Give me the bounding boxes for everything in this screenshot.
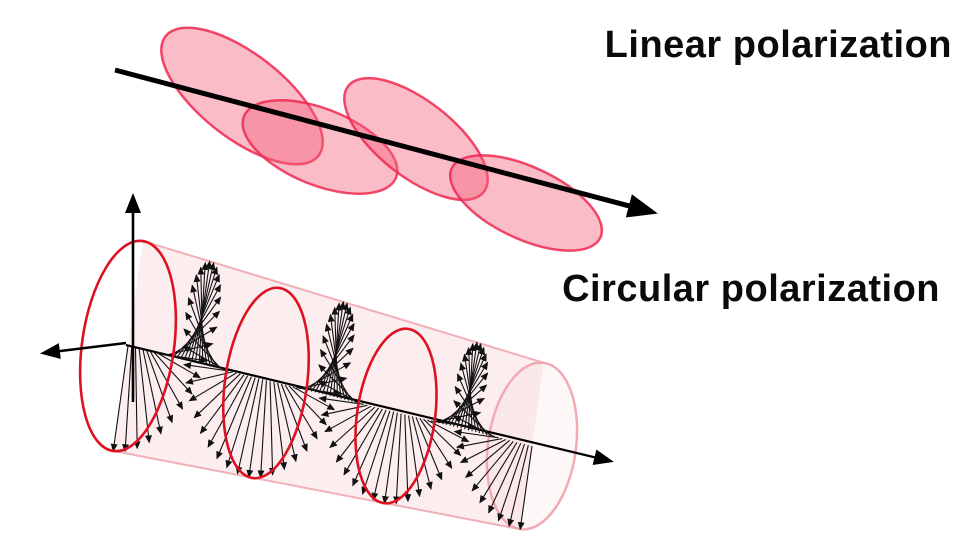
helix-field-arrow [318,395,364,405]
helix-field-arrow [419,417,453,470]
helix-field-arrow [122,346,133,453]
helix-field-arrow [488,442,522,514]
left-axis-arrow [40,341,127,360]
helix-field-arrow [288,385,327,426]
helix-field-arrow [465,439,510,478]
helix-field-arrow [507,444,529,528]
helix-field-arrow [277,382,298,463]
helix-field-arrow [411,416,433,490]
helix-field-arrow [225,377,256,469]
helix-field-arrow [452,415,495,438]
helix-field-arrow [459,439,507,464]
helix-field-arrow [423,418,462,457]
helix-field-arrow [497,443,526,522]
helix-field-arrow [157,352,201,379]
helix-field-arrow [187,296,215,368]
helix-field-arrow [190,284,211,367]
wave-lobe [160,26,324,166]
helix-field-arrow [182,346,226,371]
wave-lobe [448,154,604,252]
helix-field-arrow [149,351,183,410]
helix-field-arrow [352,409,387,487]
helix-field-arrow [193,373,241,419]
helix-field-arrow [453,400,492,437]
helix-field-arrow [318,364,357,403]
helix-field-arrow [408,415,423,498]
cylinder-bottom-edge [113,449,521,531]
helix-field-arrow [438,398,485,424]
circular-polarization-label: Circular polarization [562,268,940,310]
helix-field-arrow [335,407,380,463]
helix-field-arrow [453,429,499,439]
helix-field-arrow [183,328,222,370]
phase-ring [78,239,178,453]
helix-field-arrow [188,372,237,402]
helix-field-arrow [361,410,391,495]
phase-ring [354,327,438,505]
linear-propagation-arrow [114,67,658,218]
helix-field-arrow [303,362,352,390]
helix-field-arrow [479,442,518,504]
helix-field-arrow [517,445,533,531]
helix-field-arrow [382,412,398,505]
helix-field-arrow [292,386,336,411]
helix-field-arrow [459,362,481,434]
helix-field-arrow [183,362,230,372]
helix-field-arrow [371,411,395,501]
helix-field-arrow [168,326,218,357]
circular-polarization-figure [40,193,614,531]
helix-field-arrow [455,438,503,450]
helix-field-arrow [327,313,342,399]
helix-field-arrow [142,349,163,435]
helix-field-arrow [343,408,383,476]
helix-field-arrow [216,376,252,460]
helix-field-arrow [322,335,350,401]
helix-field-arrow [329,406,376,449]
helix-field-arrow [471,441,514,492]
helix-field-arrow [246,379,264,478]
helix-field-arrow [235,378,260,475]
helix-field-arrow [393,413,402,505]
linear-polarization-label: Linear polarization [604,24,952,66]
helix-field-arrow [324,405,372,433]
helix-field-arrow [273,382,288,471]
phase-ring [221,286,311,480]
helix-field-arrow [268,381,276,476]
helix-field-arrow [280,383,308,452]
helix-field-arrow [193,274,208,366]
helix-field-arrow [430,420,477,430]
helix-field-arrow [110,345,129,452]
helix-field-arrow [404,414,412,503]
helix-field-arrow [257,380,267,479]
helix-field-arrow [320,404,368,418]
helix-field-arrow [207,375,249,448]
helix-field-arrow [324,323,346,400]
wave-lobe [241,99,399,195]
helix-field-arrow [146,350,174,424]
linear-polarization-figure [114,26,658,252]
helix-field-arrow [317,380,361,404]
helix-field-arrow [133,347,141,450]
helix-field-arrow [153,352,193,395]
